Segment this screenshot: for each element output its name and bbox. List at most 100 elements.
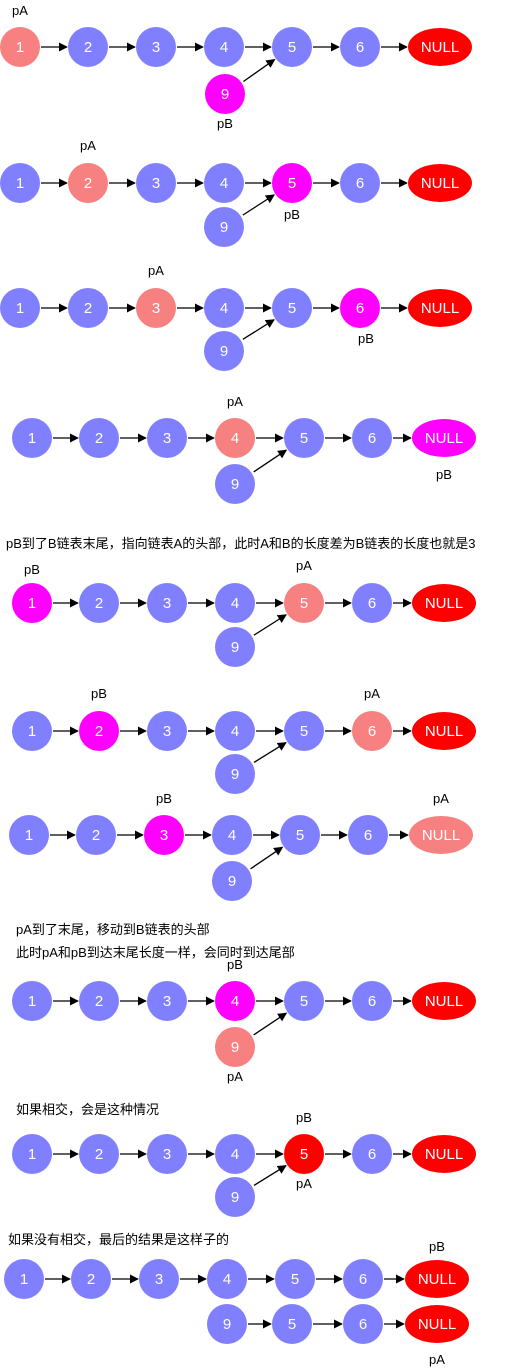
- step-7-node-2: [76, 815, 116, 855]
- step-9-node-1: [12, 1134, 52, 1174]
- step-8-pA-label: pA: [227, 1069, 243, 1084]
- step-5-node-3: [147, 583, 187, 623]
- step-3-arrow-9-to-5: [242, 319, 275, 340]
- step-10-list-b-node-6: [343, 1304, 383, 1344]
- step-2-arrow-9-to-5: [242, 194, 275, 216]
- step-4-node-9-label: 9: [231, 476, 239, 493]
- step-5-node-2: [79, 583, 119, 623]
- step-3-node-5: [272, 288, 312, 328]
- step-10-list-a-node-1-label: 1: [20, 1271, 28, 1288]
- step-1-node-2-label: 2: [84, 39, 92, 56]
- step-9-node-4-label: 4: [231, 1146, 239, 1163]
- step-2-node-2-label: 2: [84, 175, 92, 192]
- step-10-list-a-node-null-label: NULL: [418, 1271, 456, 1288]
- step-2-pA-label: pA: [80, 138, 96, 153]
- step-9-node-2-label: 2: [95, 1146, 103, 1163]
- step-8-node-9-label: 9: [231, 1039, 239, 1056]
- step-4-node-1-label: 1: [28, 430, 36, 447]
- step-5-node-4-label: 4: [231, 595, 239, 612]
- step-7-node-2-label: 2: [92, 827, 100, 844]
- step-5-arrow-9-to-5: [253, 614, 287, 636]
- step-10-list-a-node-null: [405, 1260, 469, 1298]
- step-4-node-3-label: 3: [163, 430, 171, 447]
- step-7-node-5: [280, 815, 320, 855]
- note-pa-reached-end: pA到了末尾，移动到B链表的头部: [16, 922, 210, 937]
- step-2-node-3: [136, 163, 176, 203]
- step-6-node-6-label: 6: [368, 723, 376, 740]
- step-9-node-5: [284, 1134, 324, 1174]
- step-9-node-6-label: 6: [368, 1146, 376, 1163]
- step-6-pB-label: pB: [91, 686, 107, 701]
- step-8-node-6-label: 6: [368, 993, 376, 1010]
- step-8-node-4-label: 4: [231, 993, 239, 1010]
- step-5-node-6-label: 6: [368, 595, 376, 612]
- step-6-node-3: [147, 711, 187, 751]
- step-5-node-5: [284, 583, 324, 623]
- step-2-node-6: [340, 163, 380, 203]
- step-2-node-4: [204, 163, 244, 203]
- step-4-pB-label: pB: [436, 467, 452, 482]
- step-2-node-1: [0, 163, 40, 203]
- step-7-arrow-9-to-5: [250, 846, 284, 870]
- step-7-node-6-label: 6: [364, 827, 372, 844]
- step-6-node-5: [284, 711, 324, 751]
- step-8-node-1-label: 1: [28, 993, 36, 1010]
- step-8-node-6: [352, 981, 392, 1021]
- step-9-pA-label: pA: [296, 1176, 312, 1191]
- step-4-node-6-label: 6: [368, 430, 376, 447]
- step-1-node-null-label: NULL: [421, 39, 459, 56]
- step-9-node-null-label: NULL: [425, 1146, 463, 1163]
- step-5-node-5-label: 5: [300, 595, 308, 612]
- step-4-node-2: [79, 418, 119, 458]
- step-1-node-4-label: 4: [220, 39, 228, 56]
- step-3-pB-label: pB: [358, 331, 374, 346]
- step-7-node-9: [212, 861, 252, 901]
- step-5-node-1: [12, 583, 52, 623]
- step-5-node-null: [412, 584, 476, 622]
- step-10-list-a-node-6-label: 6: [359, 1271, 367, 1288]
- step-2-node-6-label: 6: [356, 175, 364, 192]
- step-5-pA-label: pA: [296, 558, 312, 573]
- step-1-node-9-label: 9: [221, 86, 229, 103]
- step-3-node-null-label: NULL: [421, 300, 459, 317]
- step-10-list-b-node-5-label: 5: [288, 1316, 296, 1333]
- step-7-node-3: [144, 815, 184, 855]
- step-4-pA-label: pA: [227, 394, 243, 409]
- step-8-node-9: [215, 1027, 255, 1067]
- step-8-node-2-label: 2: [95, 993, 103, 1010]
- step-5-node-9-label: 9: [231, 639, 239, 656]
- step-8-node-null: [412, 982, 476, 1020]
- step-2-node-null: [408, 164, 472, 202]
- note-same-length: 此时pA和pB到达末尾长度一样，会同时到达尾部: [16, 945, 295, 960]
- step-5-node-2-label: 2: [95, 595, 103, 612]
- step-4-node-null: [412, 419, 476, 457]
- note-pb-reached-end: pB到了B链表末尾，指向链表A的头部，此时A和B的长度差为B链表的长度也就是3: [6, 536, 476, 551]
- step-8-node-3-label: 3: [163, 993, 171, 1010]
- step-3-node-9-label: 9: [220, 343, 228, 360]
- step-4-node-9: [215, 464, 255, 504]
- step-3-pA-label: pA: [148, 263, 164, 278]
- step-2-node-5: [272, 163, 312, 203]
- step-10-list-a-node-3: [139, 1259, 179, 1299]
- step-9-node-6: [352, 1134, 392, 1174]
- step-3-node-1: [0, 288, 40, 328]
- step-2-node-4-label: 4: [220, 175, 228, 192]
- step-2-node-5-label: 5: [288, 175, 296, 192]
- step-3-node-4: [204, 288, 244, 328]
- step-6-node-5-label: 5: [300, 723, 308, 740]
- step-2-node-1-label: 1: [16, 175, 24, 192]
- step-8-node-4: [215, 981, 255, 1021]
- step-1-pB-label: pB: [217, 116, 233, 131]
- step-7-pA-label: pA: [433, 791, 449, 806]
- step-10-list-b-node-null: [405, 1305, 469, 1343]
- step-2-pB-label: pB: [284, 207, 300, 222]
- step-9-node-2: [79, 1134, 119, 1174]
- step-3-node-9: [204, 331, 244, 371]
- step-6-node-1: [12, 711, 52, 751]
- step-7-pB-label: pB: [156, 791, 172, 806]
- step-4-node-5: [284, 418, 324, 458]
- step-3-node-6-label: 6: [356, 300, 364, 317]
- step-4-node-2-label: 2: [95, 430, 103, 447]
- step-10-list-b-node-6-label: 6: [359, 1316, 367, 1333]
- step-10-list-a-node-3-label: 3: [155, 1271, 163, 1288]
